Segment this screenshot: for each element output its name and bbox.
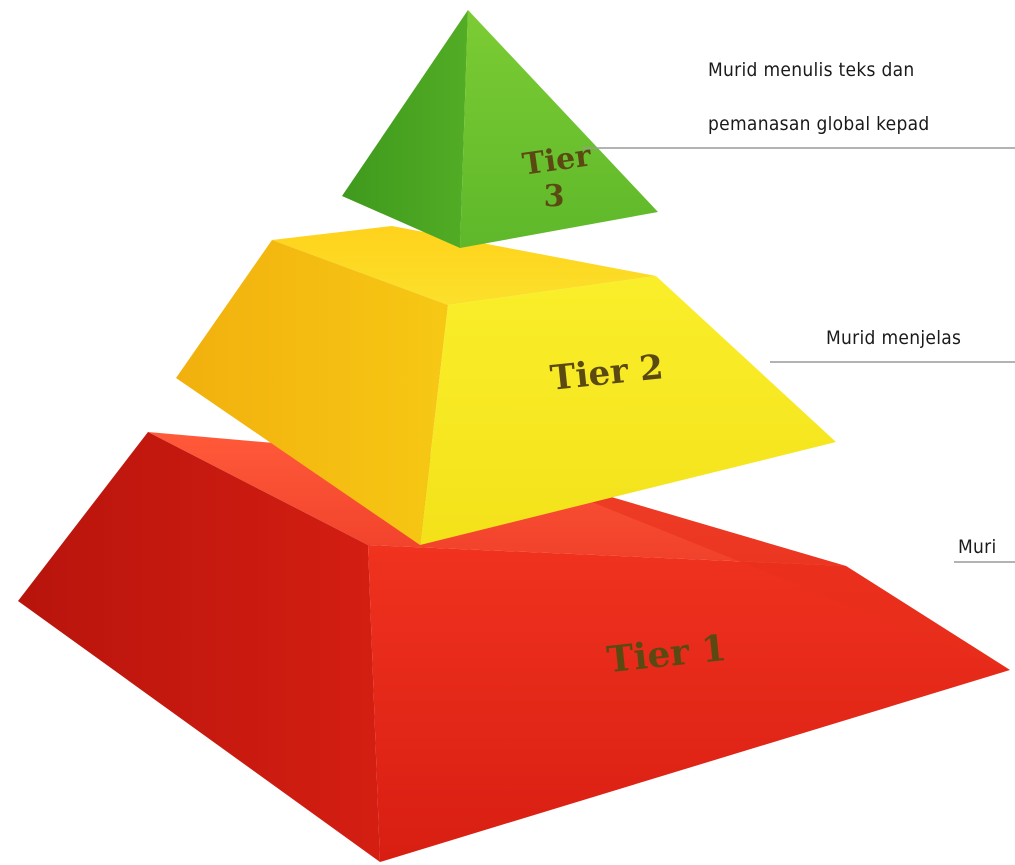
tier-2-top-face (272, 226, 656, 305)
tier-2-block: Tier 2 (176, 226, 836, 545)
tier-2-description: Murid menjelas (826, 327, 961, 349)
tier-2-left-face (176, 240, 448, 545)
tier-3-front-face (460, 10, 658, 248)
tier-1-callout: Muri (954, 536, 1015, 563)
tier-1-front-face (368, 545, 1010, 862)
tier-1-block: Tier 1 (18, 432, 1010, 862)
tier-1-description: Muri (958, 536, 997, 558)
tier-3-description-line2: pemanasan global kepad (708, 113, 930, 135)
tier-3-label-line2: 3 (544, 179, 565, 214)
tier-2-front-face (420, 276, 836, 545)
tier-3-left-face (342, 10, 468, 248)
tier-3-block: Tier 3 (342, 10, 658, 248)
tier-2-callout: Murid menjelas (770, 327, 1015, 363)
tier-1-right-face (492, 462, 1010, 670)
tier-1-left-face (18, 432, 380, 862)
tier-3-description-line1: Murid menulis teks dan (708, 59, 915, 81)
tier-3-callout: Murid menulis teks dan pemanasan global … (582, 59, 1015, 149)
